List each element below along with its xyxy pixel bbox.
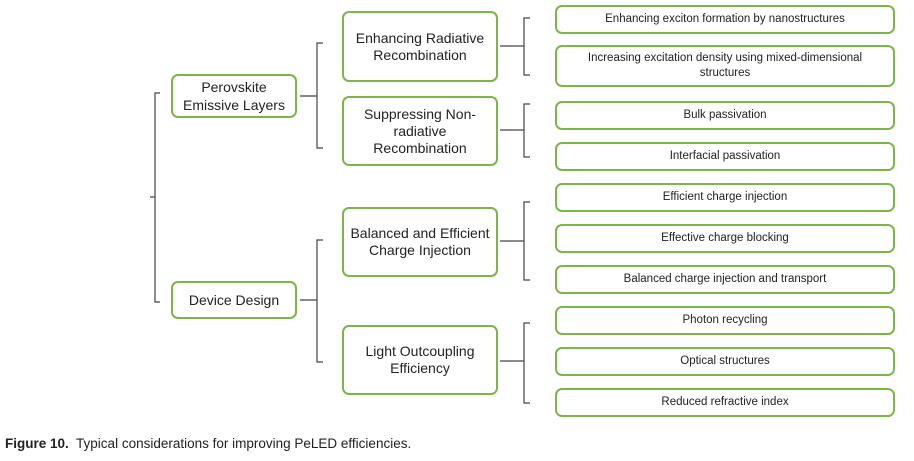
node-refractive: Reduced refractive index xyxy=(555,388,895,417)
node-bulk: Bulk passivation xyxy=(555,101,895,130)
device-bracket xyxy=(300,239,323,363)
node-transport: Balanced charge injection and transport xyxy=(555,265,895,294)
figure-caption: Figure 10. Typical considerations for im… xyxy=(5,436,411,451)
node-suppressing: Suppressing Non-radiative Recombination xyxy=(342,96,498,166)
node-photon: Photon recycling xyxy=(555,306,895,335)
node-optical-label: Optical structures xyxy=(680,355,770,367)
node-bulk-label: Bulk passivation xyxy=(683,109,767,121)
node-inj: Efficient charge injection xyxy=(555,183,895,212)
node-inj-label: Efficient charge injection xyxy=(662,191,788,203)
suppressing-bracket xyxy=(500,103,530,158)
node-perovskite: Perovskite Emissive Layers xyxy=(171,74,297,118)
node-balanced-label: Balanced and Efficient Charge Injection xyxy=(350,225,490,258)
node-transport-label: Balanced charge injection and transport xyxy=(623,273,827,285)
node-enhancing: Enhancing Radiative Recombination xyxy=(342,11,498,82)
node-block: Effective charge blocking xyxy=(555,224,895,253)
node-excitation: Increasing excitation density using mixe… xyxy=(555,45,895,87)
node-balanced: Balanced and Efficient Charge Injection xyxy=(342,207,498,277)
node-exciton-label: Enhancing exciton formation by nanostruc… xyxy=(605,13,845,25)
node-device: Device Design xyxy=(171,281,297,319)
node-interfacial-label: Interfacial passivation xyxy=(669,150,781,162)
node-suppressing-label: Suppressing Non-radiative Recombination xyxy=(363,105,477,156)
node-device-label: Device Design xyxy=(188,292,280,308)
node-excitation-label: Increasing excitation density using mixe… xyxy=(587,52,863,79)
node-photon-label: Photon recycling xyxy=(682,314,768,326)
balanced-bracket xyxy=(500,201,530,281)
caption-text: Typical considerations for improving PeL… xyxy=(76,436,412,451)
node-enhancing-label: Enhancing Radiative Recombination xyxy=(355,29,485,63)
node-optical: Optical structures xyxy=(555,347,895,376)
node-exciton: Enhancing exciton formation by nanostruc… xyxy=(555,5,895,34)
node-outcoupling-label: Light Outcoupling Efficiency xyxy=(365,343,475,376)
node-outcoupling: Light Outcoupling Efficiency xyxy=(342,325,498,395)
node-block-label: Effective charge blocking xyxy=(661,232,789,244)
caption-label: Figure 10. xyxy=(5,436,69,451)
root-bracket xyxy=(150,92,160,303)
node-perovskite-label: Perovskite Emissive Layers xyxy=(183,79,285,113)
node-refractive-label: Reduced refractive index xyxy=(661,396,789,408)
node-interfacial: Interfacial passivation xyxy=(555,142,895,171)
perovskite-bracket xyxy=(300,42,323,149)
outcoupling-bracket xyxy=(500,322,530,404)
enhancing-bracket xyxy=(500,17,530,76)
